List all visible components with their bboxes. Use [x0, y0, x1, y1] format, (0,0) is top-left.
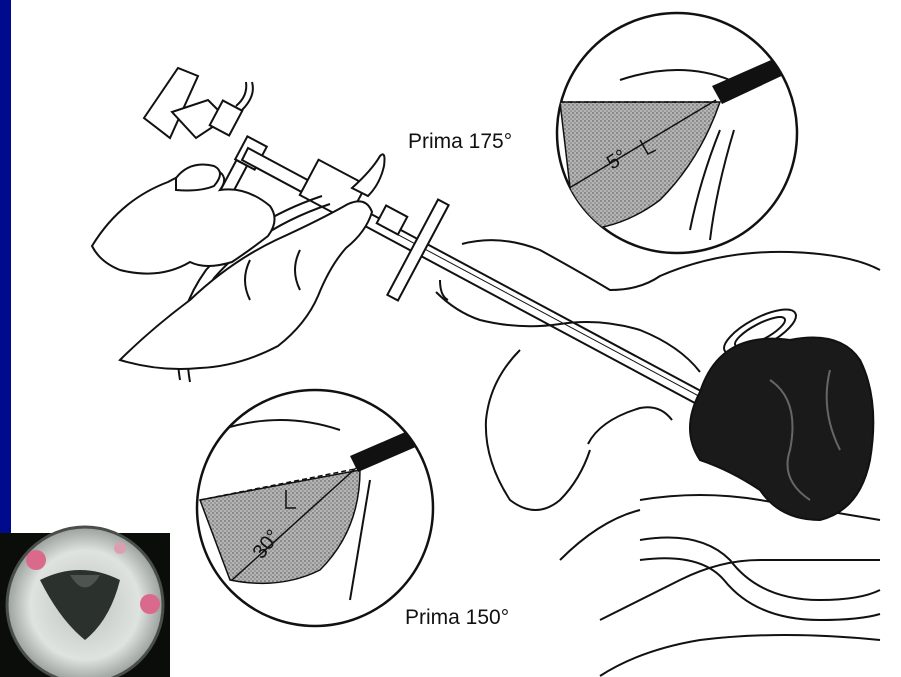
bladder-cavity [690, 338, 873, 521]
caption-prima-150: Prima 150° [405, 606, 509, 630]
detail-view-bottom: 30° [197, 390, 433, 626]
endoscopic-photo [0, 527, 170, 677]
urethra [640, 538, 880, 621]
detail-view-top: 5° [557, 13, 797, 253]
caption-prima-175: Prima 175° [408, 130, 512, 154]
